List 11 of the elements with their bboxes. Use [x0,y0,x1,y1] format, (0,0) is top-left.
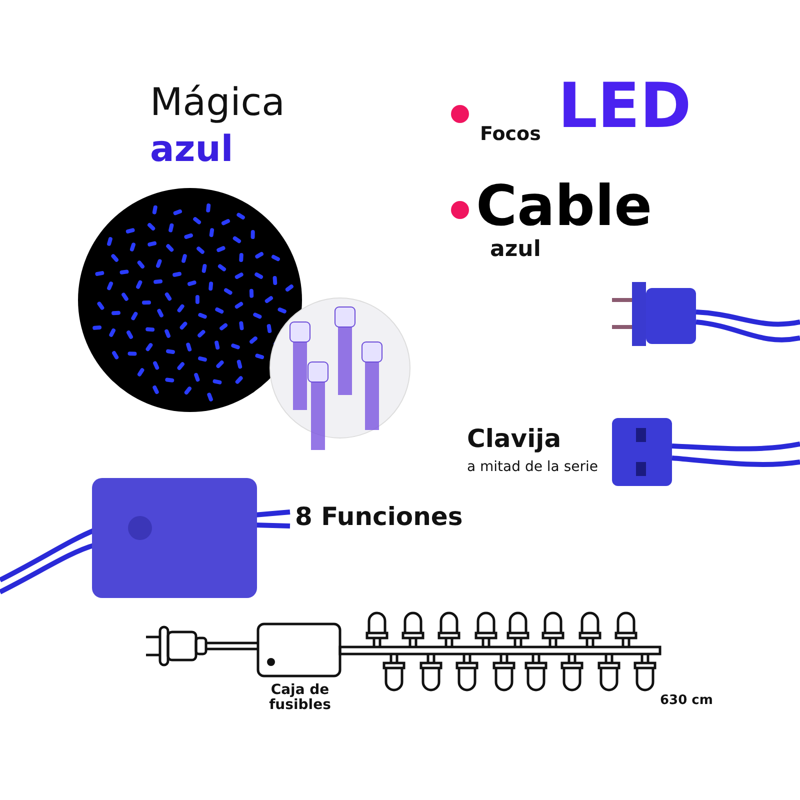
feature-heading: LED [558,72,692,140]
feature-label: azul [490,238,541,262]
feature-label: 8 Funciones [295,503,463,530]
part-caption: a mitad de la serie [467,460,598,476]
product-name: Mágica [150,82,285,124]
part-label: Caja de fusibles [268,683,332,714]
length-label: 630 cm [660,694,713,708]
feature-heading: Cable [476,176,652,238]
feature-label: Focos [480,124,541,145]
color-name: azul [150,130,234,170]
part-label: Clavija [467,425,562,452]
